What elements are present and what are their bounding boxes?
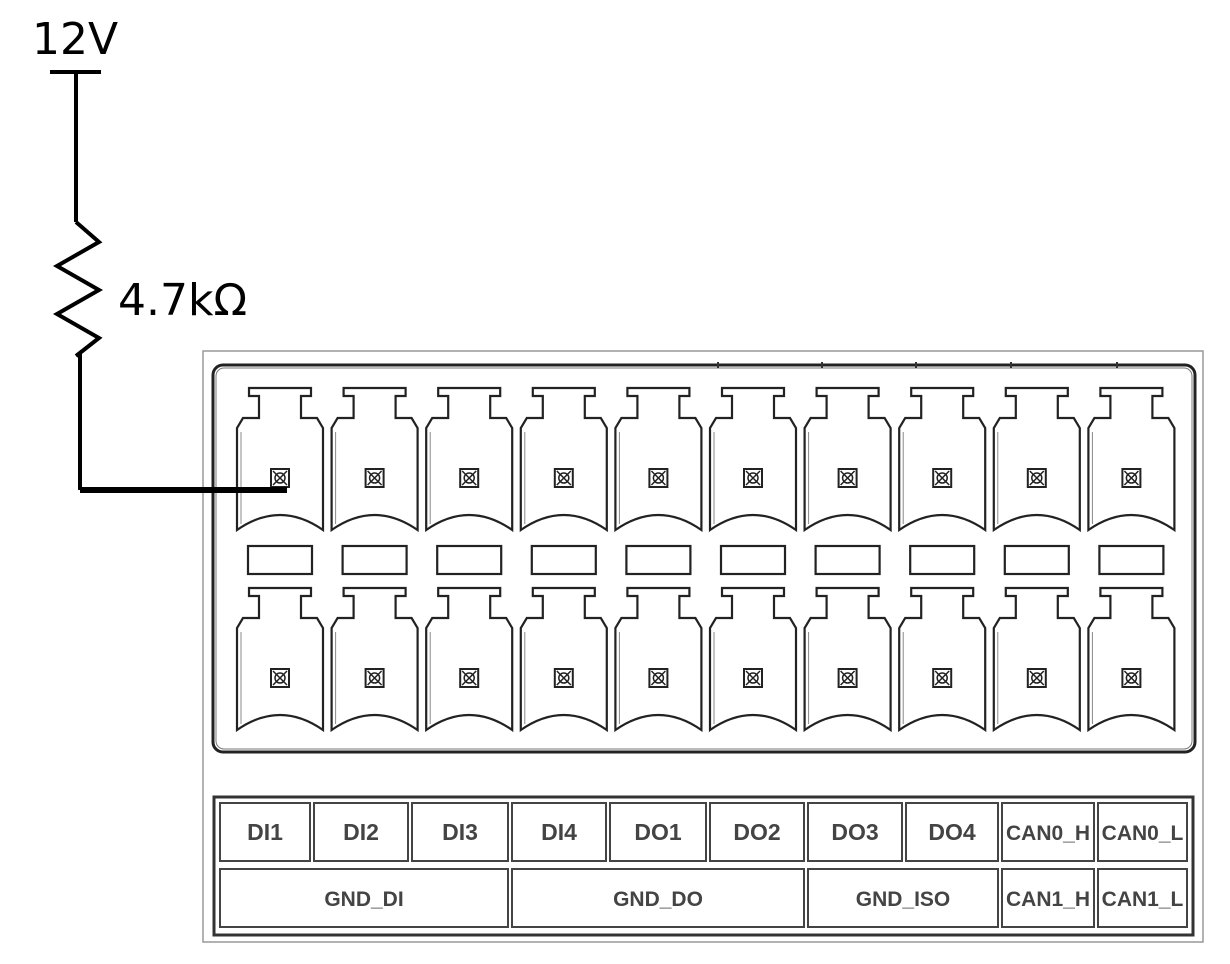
screw-top-1[interactable]: [270, 468, 290, 488]
terminal-top-2: [330, 386, 419, 533]
terminal-bottom-5: [614, 586, 703, 733]
terminal-bottom-9: [992, 586, 1081, 733]
screw-bottom-4[interactable]: [553, 668, 574, 688]
release-slot-6: [719, 544, 787, 576]
pin-gnd-di-cell: [219, 868, 509, 928]
screw-bottom-1[interactable]: [270, 668, 290, 688]
screw-top-6[interactable]: [743, 468, 763, 488]
screw-top-3[interactable]: [459, 468, 480, 488]
terminal-bottom-3: [425, 586, 514, 733]
screw-top-5[interactable]: [648, 468, 669, 488]
screw-bottom-5[interactable]: [648, 668, 669, 688]
pin-can1-h-label: CAN1_H: [1006, 888, 1090, 911]
pin-gnd-di-label: GND_DI: [324, 888, 403, 911]
release-slot-10: [1098, 544, 1165, 576]
release-slot-2: [341, 544, 408, 576]
terminal-top-7: [803, 386, 892, 533]
resistor-value-label: 4.7kΩ: [118, 275, 247, 326]
pin-di3-label: DI3: [442, 819, 478, 845]
terminal-bottom-10: [1087, 586, 1176, 733]
pin-do2-cell: [709, 802, 805, 862]
pin-di3-cell: [411, 802, 509, 862]
terminal-row-bottom: [235, 586, 1176, 733]
slot-row: [246, 544, 1165, 576]
top-notch-marks: [717, 362, 1118, 368]
terminal-bottom-1: [235, 586, 325, 733]
pin-do2-label: DO2: [733, 819, 780, 845]
pin-do1-cell: [609, 802, 707, 862]
terminal-top-9: [992, 386, 1081, 533]
terminal-top-4: [519, 386, 608, 533]
terminal-bottom-8: [898, 586, 987, 733]
terminal-top-8: [898, 386, 987, 533]
pin-do3-cell: [807, 802, 903, 862]
screw-bottom-2[interactable]: [364, 668, 385, 688]
pin-di2-cell: [313, 802, 409, 862]
terminal-bottom-2: [330, 586, 419, 733]
pin-di4-label: DI4: [541, 819, 577, 845]
terminal-top-3: [425, 386, 514, 533]
pin-can1-l-cell: [1097, 868, 1188, 928]
screw-top-2[interactable]: [364, 468, 385, 488]
release-slot-5: [625, 544, 692, 576]
terminal-bottom-6: [708, 586, 798, 733]
release-slot-9: [1003, 544, 1070, 576]
pin-gnd-do-label: GND_DO: [613, 888, 703, 911]
screw-top-10[interactable]: [1121, 468, 1142, 488]
pin-di1-cell: [219, 802, 311, 862]
pin-can1-l-label: CAN1_L: [1102, 888, 1184, 911]
screw-top-9[interactable]: [1026, 468, 1047, 488]
pin-do4-cell: [905, 802, 999, 862]
terminal-top-5: [614, 386, 703, 533]
resistor-symbol: [52, 220, 104, 358]
pin-can0-l-label: CAN0_L: [1102, 822, 1184, 845]
pin-can1-h-cell: [1001, 868, 1095, 928]
pin-do4-label: DO4: [928, 819, 976, 845]
terminal-top-1: [235, 386, 325, 533]
release-slot-4: [530, 544, 597, 576]
pin-gnd-iso-cell: [807, 868, 999, 928]
pin-gnd-do-cell: [511, 868, 805, 928]
terminal-bottom-7: [803, 586, 892, 733]
pin-gnd-iso-label: GND_ISO: [856, 888, 951, 911]
pin-can0-h-label: CAN0_H: [1006, 822, 1090, 845]
screw-top-7[interactable]: [837, 468, 858, 488]
release-slot-7: [814, 544, 881, 576]
terminal-row-top: [235, 386, 1176, 533]
supply-voltage-label: 12V: [32, 14, 118, 65]
pin-do1-label: DO1: [634, 819, 682, 845]
screw-bottom-7[interactable]: [837, 668, 858, 688]
screw-bottom-10[interactable]: [1121, 668, 1142, 688]
terminal-block-inner-edge: [215, 367, 1193, 750]
screw-bottom-3[interactable]: [459, 668, 480, 688]
screw-bottom-9[interactable]: [1026, 668, 1047, 688]
pin-di4-cell: [511, 802, 607, 862]
pin-label-cells: DI1 DI2 DI3 DI4 DO1 DO2 DO3 DO4 CAN0_H CAN0_L GND_…: [219, 802, 1188, 928]
release-slot-1: [246, 544, 314, 576]
release-slot-8: [909, 544, 976, 576]
screw-top-4[interactable]: [553, 468, 574, 488]
terminal-bottom-4: [519, 586, 608, 733]
terminal-top-6: [708, 386, 798, 533]
pin-di1-label: DI1: [247, 819, 283, 845]
pin-can0-l-cell: [1097, 802, 1188, 862]
terminal-top-10: [1087, 386, 1176, 533]
screw-bottom-8[interactable]: [932, 668, 953, 688]
pin-di2-label: DI2: [343, 819, 379, 845]
screw-bottom-6[interactable]: [743, 668, 763, 688]
screw-top-8[interactable]: [932, 468, 953, 488]
pin-do3-label: DO3: [831, 819, 878, 845]
release-slot-3: [436, 544, 503, 576]
pin-can0-h-cell: [1001, 802, 1095, 862]
